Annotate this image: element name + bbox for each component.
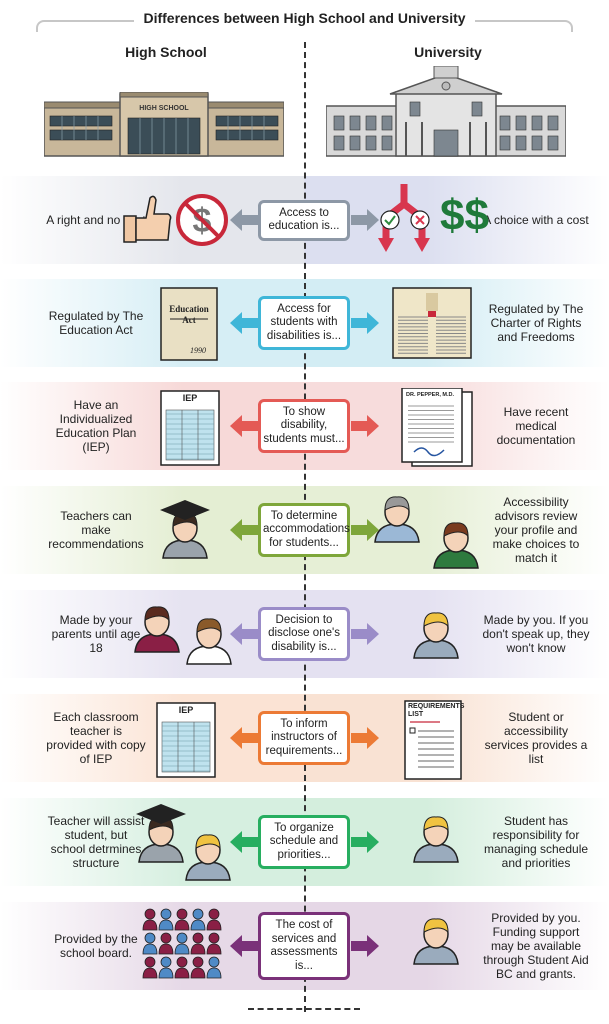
choice-arrows-icon <box>378 184 430 252</box>
page-title: Differences between High School and Univ… <box>143 10 466 26</box>
arrow-left-icon <box>230 935 258 957</box>
left-statement: Teacher will assist student, but school … <box>47 814 145 870</box>
graduate-teacher-icon <box>160 500 210 559</box>
book-title: Education Act <box>169 304 209 325</box>
arrow-right-icon <box>351 415 379 437</box>
left-statement: Regulated by The Education Act <box>48 309 144 337</box>
advisor-woman-icon <box>433 522 479 569</box>
student-funding-icon <box>413 918 459 965</box>
center-question: To inform instructors of requirements... <box>258 710 350 765</box>
arrow-right-icon <box>351 831 379 853</box>
right-statement: Student has responsibility for managing … <box>483 814 589 870</box>
iep-label: IEP <box>178 705 194 715</box>
right-statement: Regulated by The Charter of Rights and F… <box>488 302 584 344</box>
arrow-right-icon <box>351 623 379 645</box>
student-organizer-icon <box>413 816 459 863</box>
left-statement: Provided by the school board. <box>54 932 138 960</box>
column-title-university: University <box>414 44 482 60</box>
arrow-right-icon <box>351 209 379 231</box>
no-cost-icon: $ <box>176 194 228 246</box>
center-question: To determine accommodations for students… <box>258 502 350 557</box>
center-question: To show disability, students must... <box>258 398 350 453</box>
iep-label: IEP <box>182 393 198 403</box>
high-school-sign: HIGH SCHOOL <box>139 105 189 112</box>
right-statement: Made by you. If you don't speak up, they… <box>482 613 590 655</box>
arrow-right-icon <box>351 727 379 749</box>
left-statement: Each classroom teacher is provided with … <box>46 710 146 766</box>
title-bracket-left <box>36 20 134 32</box>
education-act-book-icon <box>160 287 218 361</box>
title-bracket-right <box>475 20 573 32</box>
doctor-letterhead: DR. PEPPER, M.D. <box>406 392 454 398</box>
right-statement: Have recent medical documentation <box>496 405 576 447</box>
teacher-graduate-icon <box>136 804 186 863</box>
university-building-icon <box>326 66 566 157</box>
parent-icon <box>134 606 180 653</box>
right-statement: Student or accessibility services provid… <box>484 710 588 766</box>
arrow-left-icon <box>230 623 258 645</box>
right-statement: Accessibility advisors review your profi… <box>492 495 580 565</box>
charter-document-icon <box>392 287 472 359</box>
arrow-left-icon <box>230 312 258 334</box>
arrow-left-icon <box>230 415 258 437</box>
arrow-right-icon <box>351 519 379 541</box>
left-statement: Made by your parents until age 18 <box>51 613 141 655</box>
left-statement: Have an Individualized Education Plan (I… <box>55 398 137 454</box>
center-question: To organize schedule and priorities... <box>258 814 350 869</box>
right-statement: Provided by you. Funding support may be … <box>483 911 589 981</box>
student-small-icon <box>185 834 231 881</box>
arrow-right-icon <box>351 935 379 957</box>
advisor-man-icon <box>374 496 420 543</box>
child-icon <box>186 618 232 665</box>
arrow-left-icon <box>230 727 258 749</box>
dollars-icon: $$ <box>440 191 489 240</box>
center-question: Access for students with disabilities is… <box>258 295 350 350</box>
center-question: Access to education is... <box>258 199 350 241</box>
requirements-list-icon <box>404 700 462 780</box>
student-icon <box>413 612 459 659</box>
center-question: Decision to disclose one's disability is… <box>258 606 350 661</box>
arrow-left-icon <box>230 209 258 231</box>
iep-copy-icon <box>156 702 216 778</box>
arrow-left-icon <box>230 831 258 853</box>
arrow-left-icon <box>230 519 258 541</box>
school-board-crowd-icon <box>142 908 222 979</box>
book-year: 1990 <box>190 346 206 355</box>
column-title-high-school: High School <box>125 44 207 60</box>
right-statement: A choice with a cost <box>483 213 589 227</box>
requirements-list-label: REQUIREMENTS LIST <box>408 703 465 718</box>
iep-document-icon <box>160 390 220 466</box>
arrow-right-icon <box>351 312 379 334</box>
medical-documentation-icon <box>401 388 473 467</box>
high-school-building-icon: HIGH SCHOOL <box>44 92 284 157</box>
center-question: The cost of services and assessments is.… <box>258 912 350 980</box>
left-statement: A right and no cost <box>46 213 146 227</box>
thumbs-up-icon <box>123 195 172 243</box>
left-statement: Teachers can make recommendations <box>48 509 144 551</box>
